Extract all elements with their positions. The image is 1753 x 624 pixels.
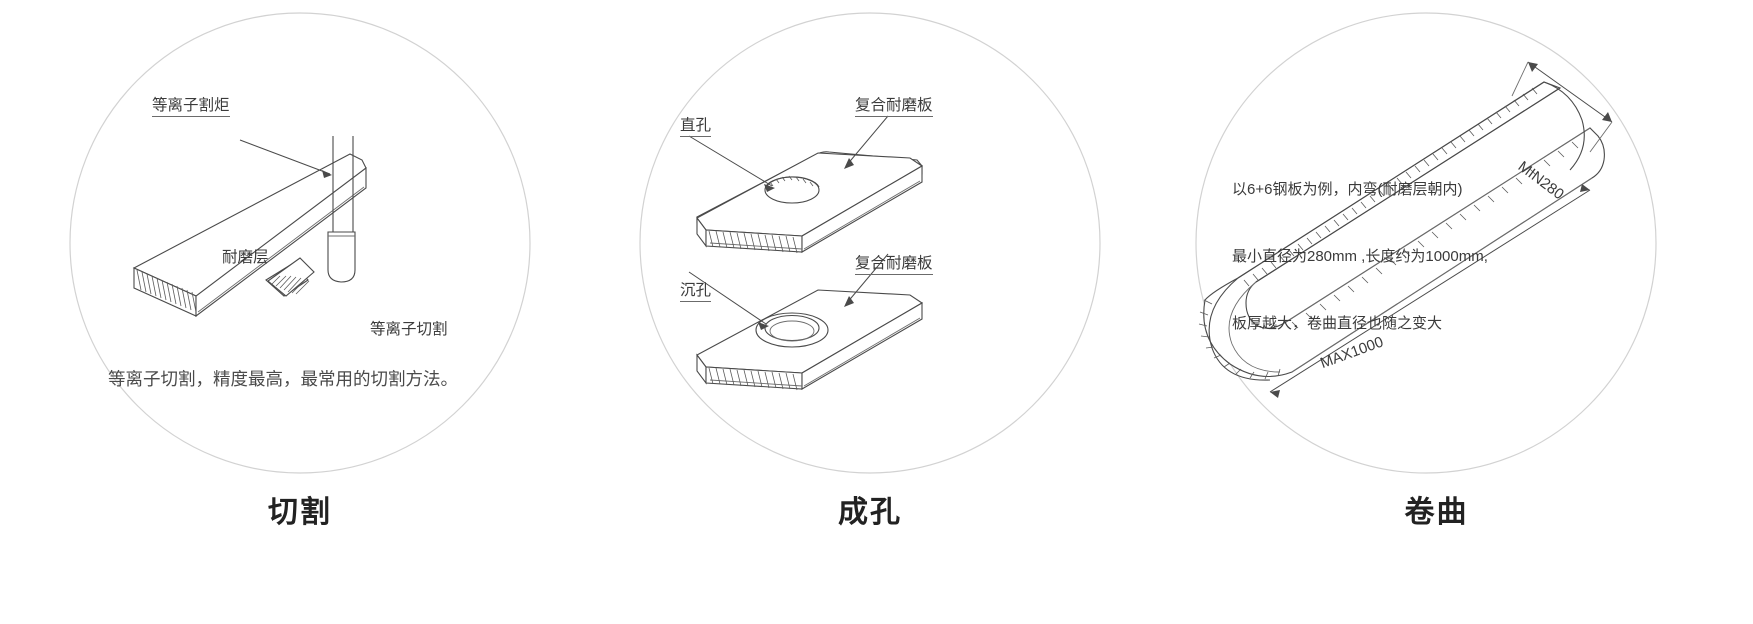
panel-rolling: 以6+6钢板为例，内弯(耐磨层朝内) 最小直径为280mm ,长度约为1000m… — [1120, 0, 1753, 624]
wear-layer-hatching-end — [1198, 299, 1281, 380]
dimension-max-1000 — [1269, 184, 1591, 398]
straight-hole-hatching — [769, 175, 814, 187]
cutting-panel-graphic — [69, 12, 531, 474]
counterbore-inner — [764, 314, 820, 342]
wear-layer-hatching-rim — [1243, 87, 1538, 287]
spec-text-rolling: 以6+6钢板为例，内弯(耐磨层朝内) 最小直径为280mm ,长度约为1000m… — [1232, 135, 1488, 379]
panel-hole-making: 直孔 复合耐磨板 沉孔 复合耐磨板 成孔 — [570, 0, 1170, 624]
caption-cutting: 等离子切割，精度最高，最常用的切割方法。 — [108, 369, 458, 389]
plate1-edge-hatching — [708, 230, 798, 254]
wear-layer-hatching-inner — [1291, 141, 1579, 329]
dimension-min-280 — [1511, 61, 1613, 153]
plate2-edge-hatching — [708, 367, 798, 391]
spec-line-1: 以6+6钢板为例，内弯(耐磨层朝内) — [1232, 181, 1463, 199]
label-plate-straight: 复合耐磨板 — [855, 97, 933, 118]
plasma-torch — [327, 136, 356, 283]
hole-circle-outline — [639, 12, 1101, 474]
cut-kerf — [265, 257, 315, 297]
rolled-plate — [1198, 81, 1605, 381]
cutting-circle-outline — [69, 12, 531, 474]
plate-counterbore-hole — [688, 253, 924, 391]
label-straight-hole: 直孔 — [680, 117, 712, 138]
rolling-panel-graphic — [1195, 12, 1657, 474]
panel-cutting: 等离子割炬 耐磨层 等离子切割 等离子切割，精度最高，最常用的切割方法。 切割 — [0, 0, 600, 624]
wear-layer-hatching-left — [136, 269, 197, 313]
hole-panel-graphic — [639, 12, 1101, 474]
spec-line-2: 最小直径为280mm ,长度约为1000mm, — [1232, 247, 1488, 265]
kerf-hatching — [271, 275, 310, 295]
panel-title-cutting: 切割 — [268, 496, 332, 529]
label-counterbore-hole: 沉孔 — [680, 282, 712, 303]
counterbore-bottom — [769, 320, 815, 342]
wear-plate-main — [132, 153, 367, 318]
spec-line-3: 板厚越大，卷曲直径也随之变大 — [1232, 314, 1443, 332]
label-wear-layer: 耐磨层 — [222, 249, 269, 266]
rolling-circle-outline — [1195, 12, 1657, 474]
torch-leader-line — [239, 139, 332, 178]
panel-title-hole-making: 成孔 — [838, 496, 902, 529]
plate-straight-hole — [688, 115, 924, 254]
label-plate-counterbore: 复合耐磨板 — [855, 255, 933, 276]
panel-title-rolling: 卷曲 — [1404, 496, 1469, 529]
label-plasma-cutting: 等离子切割 — [370, 321, 448, 338]
label-plasma-torch: 等离子割炬 — [152, 97, 230, 118]
